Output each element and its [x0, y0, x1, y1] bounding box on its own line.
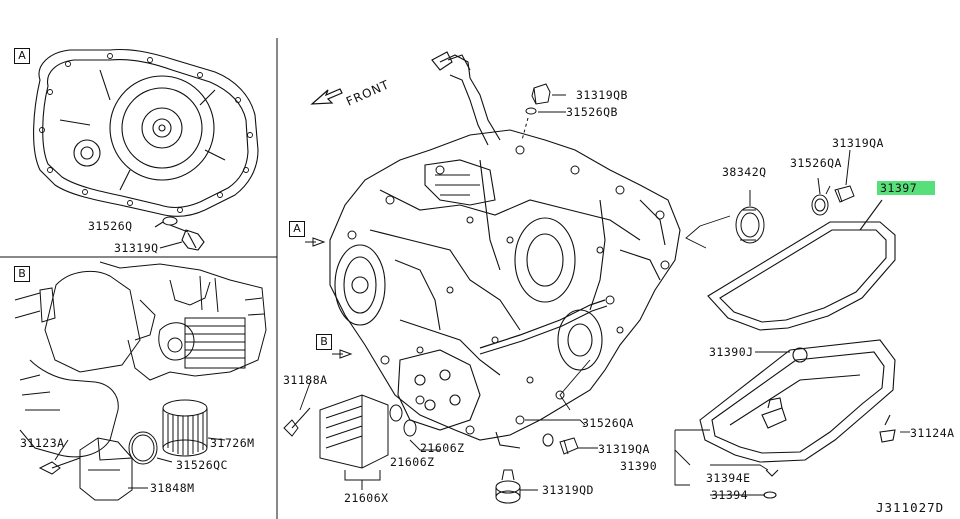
label-31526qc: 31526QC: [176, 458, 228, 472]
label-31319qa-bot: 31319QA: [598, 442, 650, 456]
panel-a-housing: [33, 48, 259, 251]
label-31526qa-top: 31526QA: [790, 156, 842, 170]
label-31848m: 31848M: [150, 481, 195, 495]
label-21606z-b: 21606Z: [390, 455, 435, 469]
panel-b-filter-area: [14, 261, 267, 501]
transmission-body: [329, 51, 681, 449]
highlight-31397: [877, 181, 935, 195]
label-31726m: 31726M: [210, 436, 255, 450]
label-31526qa-bot: 31526QA: [582, 416, 634, 430]
label-31319qb: 31319QB: [576, 88, 628, 102]
label-31319q: 31319Q: [114, 241, 159, 255]
oil-pan: [699, 339, 896, 499]
fill-plug-upper: [811, 149, 855, 216]
label-31390: 31390: [620, 459, 658, 473]
pan-gasket: [707, 199, 896, 331]
bolt-31188a: [283, 407, 311, 437]
label-31394e: 31394E: [706, 471, 751, 485]
label-31526q: 31526Q: [88, 219, 133, 233]
label-31124a: 31124A: [910, 426, 955, 440]
leader-lines: [299, 185, 910, 496]
ref-arrow-a: [305, 237, 326, 247]
label-31397: 31397: [880, 181, 918, 195]
label-38342q: 38342Q: [722, 165, 767, 179]
panel-a-tag: A: [14, 48, 30, 64]
main-ref-b: B: [316, 334, 332, 350]
label-31319qa-top: 31319QA: [832, 136, 884, 150]
diagram-code: J311027D: [876, 500, 945, 515]
plug-31319qd: [495, 469, 521, 504]
oil-seal: [735, 190, 765, 244]
panel-b-tag: B: [14, 266, 30, 282]
label-31394: 31394: [711, 488, 749, 502]
label-21606z-a: 21606Z: [420, 441, 465, 455]
drain-plug-lower: [542, 433, 579, 455]
label-31188a: 31188A: [283, 373, 328, 387]
label-31390j: 31390J: [709, 345, 754, 359]
label-21606x: 21606X: [344, 491, 389, 505]
oil-filter: [162, 399, 208, 457]
label-31526qb: 31526QB: [566, 105, 618, 119]
oil-cooler: [319, 394, 417, 490]
main-ref-a: A: [289, 221, 305, 237]
ref-arrow-b: [332, 349, 353, 359]
breather-plug: [521, 83, 566, 141]
front-arrow: [310, 88, 343, 105]
label-31319qd: 31319QD: [542, 483, 594, 497]
label-31123a: 31123A: [20, 436, 65, 450]
